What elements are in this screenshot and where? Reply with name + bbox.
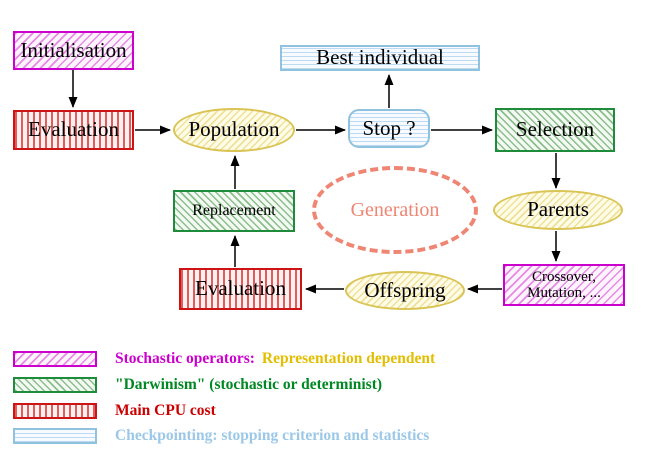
- node-parents: Parents: [493, 190, 623, 230]
- node-evaluation-bottom: Evaluation: [179, 268, 302, 310]
- red-vertical-lines-swatch: [13, 402, 97, 419]
- node-evaluation-bottom-label: Evaluation: [195, 276, 286, 301]
- node-offspring-label: Offspring: [364, 277, 446, 302]
- legend-row-cpu-cost: Main CPU cost: [13, 402, 216, 419]
- generation-label: Generation: [350, 199, 440, 221]
- generation-cycle-ellipse: Generation: [312, 166, 478, 254]
- node-stop-label: Stop ?: [362, 115, 416, 140]
- legend-row-darwinism: "Darwinism" (stochastic or determinist): [13, 376, 382, 393]
- legend-text-cpu-cost: Main CPU cost: [115, 401, 216, 419]
- legend-text-checkpointing: Checkpointing: stopping criterion and st…: [115, 426, 430, 444]
- legend-text-darwinism: "Darwinism" (stochastic or determinist): [115, 375, 383, 393]
- node-evaluation-top: Evaluation: [13, 110, 134, 150]
- legend-row-stochastic-operators: Stochastic operators:Representation depe…: [13, 350, 435, 367]
- node-parents-label: Parents: [527, 197, 589, 222]
- legend-text-stochastic-operators: Stochastic operators:Representation depe…: [115, 349, 436, 367]
- node-crossover-mutation: Crossover, Mutation, ...: [503, 264, 625, 306]
- node-offspring: Offspring: [345, 271, 465, 310]
- node-selection-label: Selection: [515, 117, 595, 142]
- node-initialisation-label: Initialisation: [20, 37, 127, 62]
- node-best-individual-label: Best individual: [316, 45, 444, 70]
- node-population-label: Population: [188, 117, 280, 142]
- node-stop: Stop ?: [348, 109, 430, 148]
- blue-horizontal-lines-swatch: [13, 427, 97, 444]
- node-replacement-label: Replacement: [192, 202, 276, 220]
- node-population: Population: [173, 108, 295, 152]
- node-initialisation: Initialisation: [13, 31, 134, 70]
- legend-row-checkpointing: Checkpointing: stopping criterion and st…: [13, 427, 429, 444]
- node-selection: Selection: [495, 108, 615, 152]
- node-evaluation-top-label: Evaluation: [28, 117, 119, 142]
- node-crossover-mutation-label: Crossover, Mutation, ...: [527, 268, 601, 302]
- green-diagonal-hatch-swatch: [13, 376, 97, 393]
- node-replacement: Replacement: [173, 190, 295, 232]
- node-best-individual: Best individual: [280, 45, 480, 71]
- magenta-diagonal-hatch-swatch: [13, 350, 97, 367]
